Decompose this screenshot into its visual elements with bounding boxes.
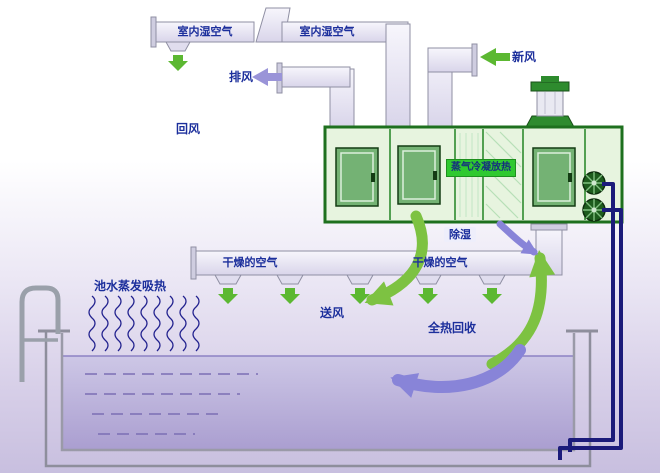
exhaust-duct [281,66,351,88]
supply-airflow-down-arrows [218,288,502,304]
label-pool-water-evaporation: 池水蒸发吸热 [94,279,167,293]
water-dashes [85,373,258,435]
label-total-heat-recovery: 全热回收 [428,321,477,335]
label-indoor-humid-air-1: 室内湿空气 [177,25,233,38]
label-indoor-humid-air-2: 室内湿空气 [299,25,355,38]
supply-duct-top-flange [530,223,568,231]
label-supply-air: 送风 [320,306,345,320]
green-arrow-supply [364,210,428,306]
fresh-air-arrow [480,48,510,66]
rooftop-fan-base [525,115,575,128]
supply-diffusers [214,274,506,285]
label-dry-air-right: 干燥的空气 [412,256,468,269]
pipe-upper [568,182,615,452]
green-arrow-heat-recovery [486,250,556,370]
label-exhaust-air: 排风 [229,70,254,84]
evaporation-wavy-lines [88,295,200,352]
pipe-lower [558,208,623,460]
purple-arrow-dehumidified [496,220,539,256]
heat-exchange-pipes [558,182,623,460]
ahu-access-doors [335,145,576,207]
pool-basin [19,285,598,468]
pool-handrail [19,285,61,382]
fresh-air-flange [471,43,478,77]
ahu-fan-top [582,171,606,195]
airflow-arrows [364,210,556,398]
purple-arrow-pool-circulation [390,344,526,398]
fresh-air-elbow [427,47,473,73]
ceiling-down-arrow [168,55,188,71]
label-dry-air-left: 干燥的空气 [222,256,278,269]
ceiling-diffuser [165,41,191,52]
rooftop-fan-cap [530,81,570,92]
humid-duct1 [155,21,255,43]
label-fresh-air: 新风 [512,50,537,64]
pool-inner-wall [60,333,576,452]
label-dehumidification: 除湿 [444,227,476,243]
rooftop-fan-body [536,89,564,117]
rooftop-fan-top [541,76,559,82]
ahu-fan-bottom [582,198,606,222]
return-riser-duct [385,23,411,128]
rooftop-fan-stripes [544,92,556,114]
supply-duct-left-flange [190,246,197,280]
pool-outer-wall [44,330,592,468]
humid-duct1-flange [150,16,157,48]
label-steam-condensation-heat: 蒸气冷凝放热 [446,159,516,177]
label-return-air: 回风 [176,122,201,136]
exhaust-arrow [252,68,282,86]
